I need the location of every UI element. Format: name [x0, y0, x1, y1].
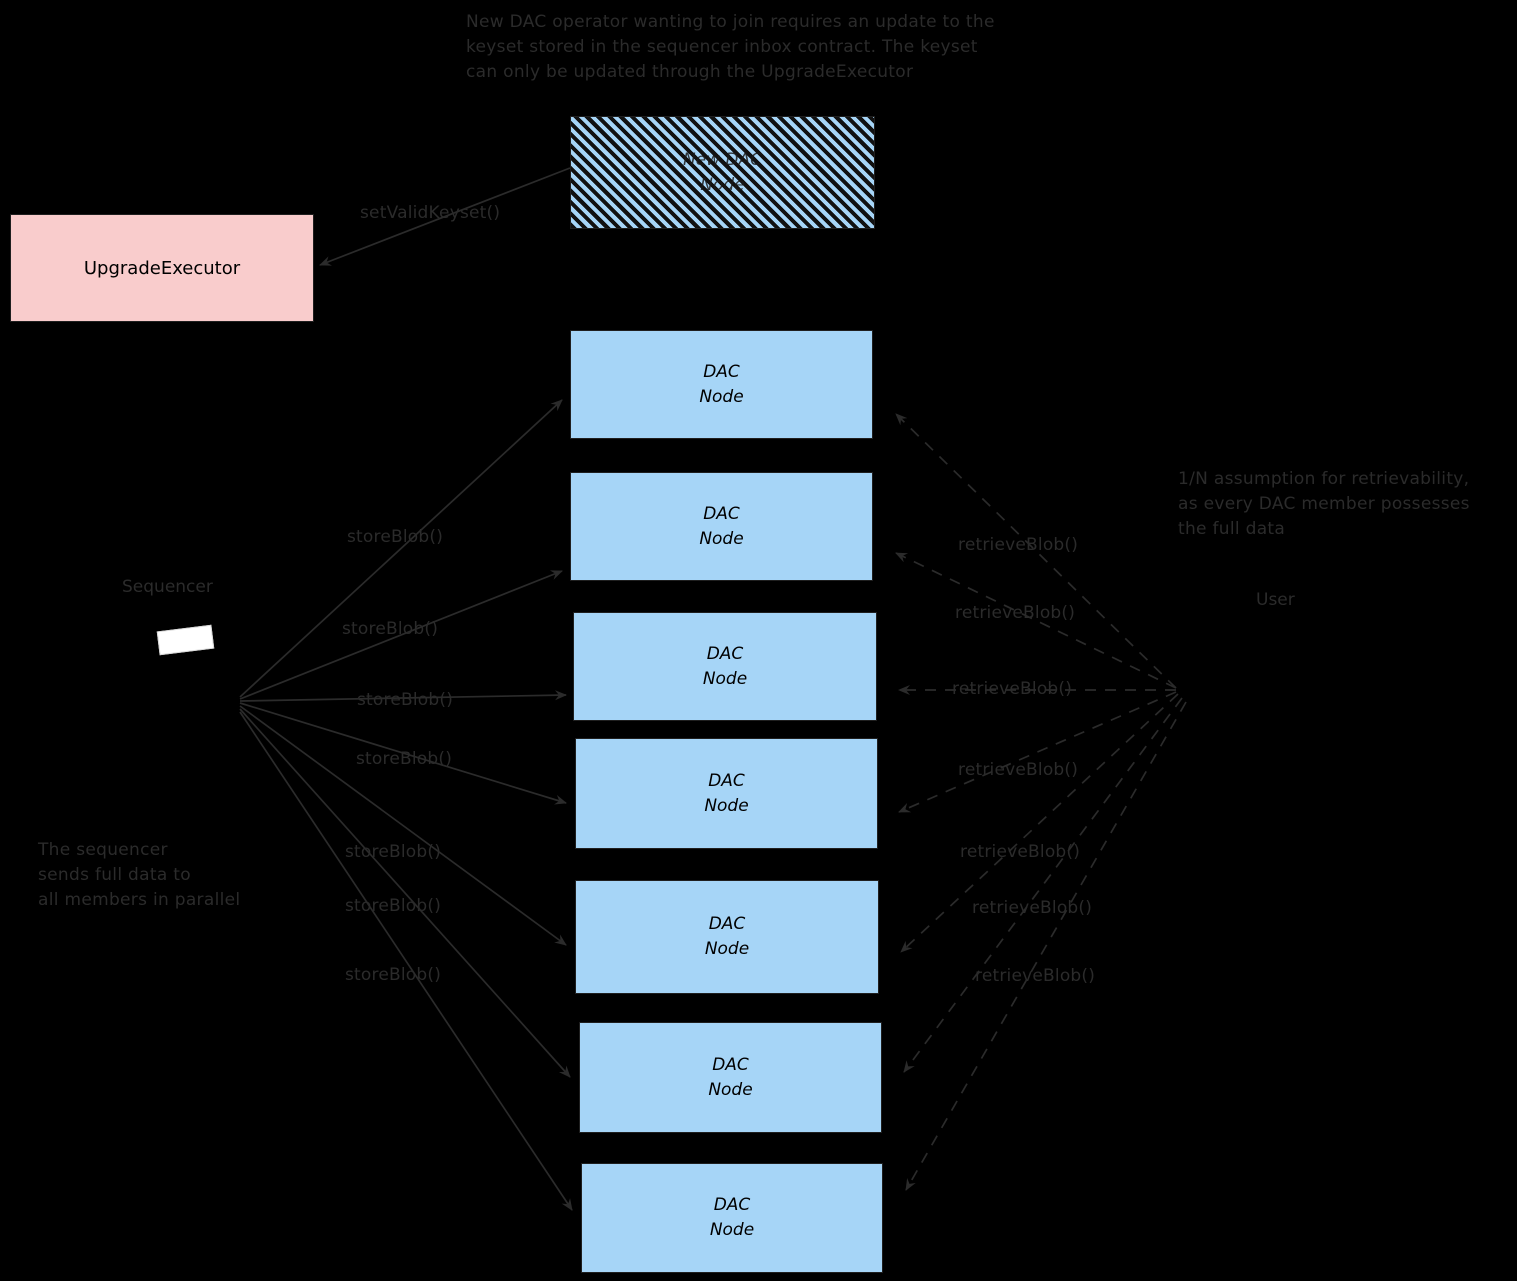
dac-node-box-3[interactable]: DAC Node [573, 612, 877, 721]
edge-retrieve-blob-5 [900, 693, 1179, 953]
edge-store-blob-6 [239, 708, 571, 1078]
dac-node-label-1: DAC Node [699, 361, 744, 407]
edge-store-blob-4 [239, 702, 567, 805]
dac-node-label-3: DAC Node [702, 643, 748, 689]
note-right: 1/N assumption for retrievability, as ev… [1178, 469, 1470, 539]
new-dac-node-box[interactable]: New DAC Node [570, 116, 875, 229]
dac-node-label-5: DAC Node [704, 914, 750, 959]
edge-label-store-blob-3: storeBlob() [357, 690, 454, 710]
edge-store-blob-1 [239, 399, 563, 698]
edge-retrieve-blob-group [895, 413, 1187, 1191]
dac-node-label-4: DAC Node [704, 770, 749, 816]
edge-label-store-blob-1: storeBlob() [347, 527, 444, 547]
edge-label-retrieve-blob-5: retrieveBlob() [960, 842, 1081, 862]
new-dac-node-label: New DAC Node [682, 149, 763, 195]
edge-label-retrieve-blob-6: retrieveBlob() [972, 898, 1093, 918]
dac-node-label-7: DAC Node [709, 1195, 755, 1240]
edge-store-blob-2 [239, 570, 563, 700]
note-top: New DAC operator wanting to join require… [466, 12, 995, 82]
edge-label-set-valid-keyset: setValidKeyset() [360, 203, 501, 223]
dac-node-box-4[interactable]: DAC Node [575, 738, 878, 849]
edge-label-retrieve-blob-4: retrieveBlob() [958, 760, 1079, 780]
edge-label-store-blob-5: storeBlob() [345, 842, 442, 862]
edge-store-blob-7 [239, 711, 573, 1211]
edge-label-retrieve-blob-7: retrieveBlob() [975, 966, 1096, 986]
edge-set-valid-keyset [319, 167, 571, 266]
dac-node-box-7[interactable]: DAC Node [581, 1163, 883, 1273]
dac-node-box-5[interactable]: DAC Node [575, 880, 879, 994]
sequencer-label: Sequencer [122, 577, 213, 597]
dac-node-label-2: DAC Node [699, 503, 744, 549]
dac-node-box-2[interactable]: DAC Node [570, 472, 873, 581]
edge-retrieve-blob-7 [905, 701, 1187, 1191]
edge-label-retrieve-blob-2: retrieveBlob() [955, 603, 1076, 623]
user-label: User [1256, 590, 1295, 610]
edge-label-retrieve-blob-3: retrieveBlob() [952, 679, 1073, 699]
edge-label-store-blob-6: storeBlob() [345, 896, 442, 916]
edge-label-store-blob-7: storeBlob() [345, 965, 442, 985]
dac-node-label-6: DAC Node [708, 1054, 753, 1100]
upgrade-executor-label: UpgradeExecutor [83, 257, 241, 279]
dac-node-box-1[interactable]: DAC Node [570, 330, 873, 439]
dac-node-box-6[interactable]: DAC Node [579, 1022, 882, 1133]
note-left-bottom: The sequencer sends full data to all mem… [38, 840, 241, 910]
edge-store-blob-5 [239, 705, 567, 946]
edge-retrieve-blob-1 [895, 413, 1177, 689]
edge-retrieve-blob-4 [898, 691, 1177, 813]
upgrade-executor-box[interactable]: UpgradeExecutor [10, 214, 314, 322]
edge-store-blob-3 [239, 690, 567, 702]
edge-label-retrieve-blob-1: retrieveBlob() [958, 535, 1079, 555]
edge-label-store-blob-2: storeBlob() [342, 619, 439, 639]
edge-retrieve-blob-6 [903, 697, 1183, 1073]
edge-store-blob-group [239, 399, 573, 1211]
edge-label-store-blob-4: storeBlob() [356, 749, 453, 769]
